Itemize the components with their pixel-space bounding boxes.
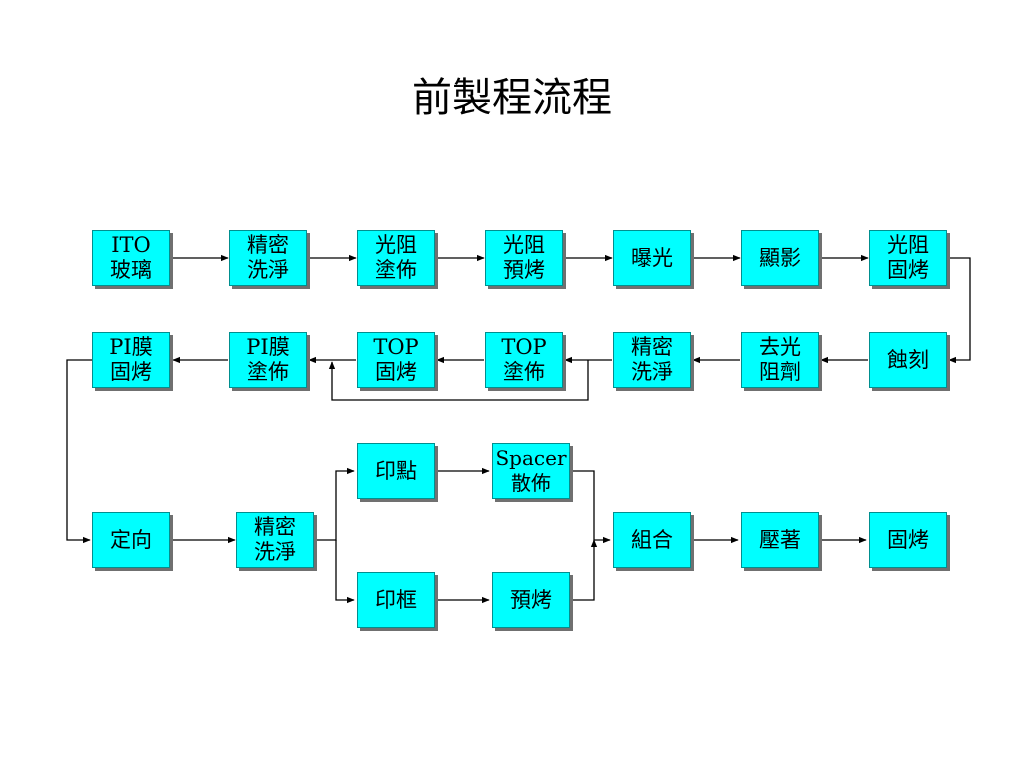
node-pi-cure: PI膜 固烤 <box>92 332 170 388</box>
arrow-spacer-to-assembly <box>571 470 611 544</box>
node-press: 壓著 <box>741 512 819 568</box>
node-pr-cure: 光阻 固烤 <box>869 230 947 286</box>
node-print-dot: 印點 <box>357 443 435 499</box>
node-label: 曝光 <box>631 245 673 270</box>
node-label: PI膜 固烤 <box>109 335 153 384</box>
node-etch: 蝕刻 <box>869 332 947 388</box>
node-label: 壓著 <box>759 527 801 552</box>
node-label: PI膜 塗佈 <box>246 335 290 384</box>
page-title: 前製程流程 <box>412 75 612 121</box>
arrow-pi-cure-to-alignment <box>66 359 92 544</box>
node-label: 印框 <box>375 587 417 612</box>
node-label: 預烤 <box>510 587 552 612</box>
arrow-clean-to-print-frame <box>335 540 355 604</box>
node-label: 光阻 預烤 <box>503 233 545 282</box>
node-alignment: 定向 <box>92 512 170 568</box>
node-label: 光阻 固烤 <box>887 233 929 282</box>
node-pr-coating: 光阻 塗佈 <box>357 230 435 286</box>
node-label: 精密 洗淨 <box>247 233 289 282</box>
node-label: 組合 <box>631 527 673 552</box>
node-top-cure: TOP 固烤 <box>357 332 435 388</box>
node-label: ITO 玻璃 <box>110 233 152 282</box>
node-label: 去光 阻劑 <box>759 335 801 384</box>
node-cure: 固烤 <box>869 512 947 568</box>
node-exposure: 曝光 <box>613 230 691 286</box>
node-precision-clean-1: 精密 洗淨 <box>229 230 307 286</box>
node-ito-glass: ITO 玻璃 <box>92 230 170 286</box>
arrow-prebake-to-assembly <box>571 539 598 601</box>
node-label: Spacer 散佈 <box>495 446 567 495</box>
arrow-bypass <box>328 360 589 401</box>
node-prebake: 預烤 <box>492 572 570 628</box>
node-label: 印點 <box>375 458 417 483</box>
node-pr-strip: 去光 阻劑 <box>741 332 819 388</box>
node-label: 精密 洗淨 <box>631 335 673 384</box>
node-develop: 顯影 <box>741 230 819 286</box>
node-spacer-spray: Spacer 散佈 <box>492 443 570 499</box>
node-label: 定向 <box>110 527 152 552</box>
arrow-clean-to-print-dot <box>314 467 355 541</box>
node-label: 蝕刻 <box>887 347 929 372</box>
arrow-pr-cure-to-etch <box>947 257 971 364</box>
node-pi-coating: PI膜 塗佈 <box>229 332 307 388</box>
node-label: 精密 洗淨 <box>254 515 296 564</box>
node-precision-clean-2: 精密 洗淨 <box>613 332 691 388</box>
node-pr-prebake: 光阻 預烤 <box>485 230 563 286</box>
node-label: 光阻 塗佈 <box>375 233 417 282</box>
node-top-coating: TOP 塗佈 <box>485 332 563 388</box>
node-precision-clean-3: 精密 洗淨 <box>236 512 314 568</box>
node-assembly: 組合 <box>613 512 691 568</box>
node-label: 固烤 <box>887 527 929 552</box>
node-label: 顯影 <box>759 245 801 270</box>
node-label: TOP 塗佈 <box>501 335 547 384</box>
node-label: TOP 固烤 <box>373 335 419 384</box>
node-print-frame: 印框 <box>357 572 435 628</box>
